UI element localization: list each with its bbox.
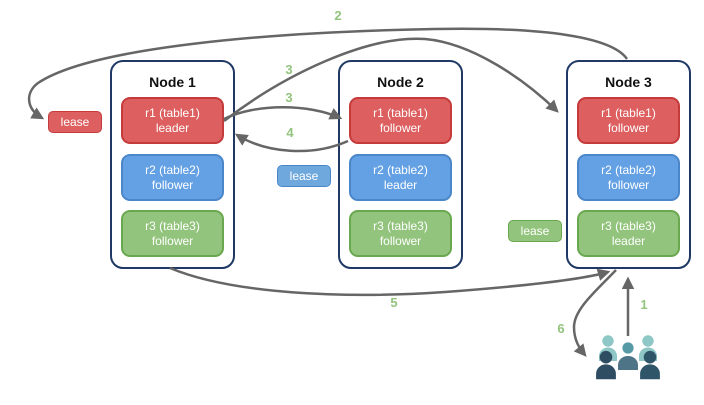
replica-role: follower xyxy=(607,120,650,135)
node1-replica-r2: r2 (table2) follower xyxy=(121,154,224,201)
node1-replica-r3: r3 (table3) follower xyxy=(121,210,224,257)
lease-tag-blue: lease xyxy=(277,165,331,187)
arrow-step-5 xyxy=(169,266,611,297)
replica-name: r3 (table3) xyxy=(601,218,656,233)
replica-role: follower xyxy=(379,120,422,135)
replica-name: r1 (table1) xyxy=(145,105,200,120)
step-label-3a: 3 xyxy=(285,62,293,77)
arrow-step-3-to-node2 xyxy=(223,106,343,121)
node-3-box: Node 3 r1 (table1) follower r2 (table2) … xyxy=(566,60,691,269)
lease-tag-green: lease xyxy=(508,220,562,242)
node3-replica-r2: r2 (table2) follower xyxy=(577,154,680,201)
node1-replica-r1: r1 (table1) leader xyxy=(121,97,224,144)
step-label-5: 5 xyxy=(390,295,398,310)
node-1-title: Node 1 xyxy=(149,74,196,90)
node-2-title: Node 2 xyxy=(377,74,424,90)
replica-role: leader xyxy=(155,120,190,135)
replica-name: r2 (table2) xyxy=(601,162,656,177)
node2-replica-r1: r1 (table1) follower xyxy=(349,97,452,144)
replica-role: follower xyxy=(607,177,650,192)
step-label-4: 4 xyxy=(286,125,294,140)
users-icon xyxy=(596,335,660,380)
node-3-title: Node 3 xyxy=(605,74,652,90)
step-label-3b: 3 xyxy=(285,90,293,105)
node3-replica-r3: r3 (table3) leader xyxy=(577,210,680,257)
node2-replica-r3: r3 (table3) follower xyxy=(349,210,452,257)
replica-role: leader xyxy=(611,233,646,248)
arrow-step-6 xyxy=(572,269,617,357)
node3-replica-r1: r1 (table1) follower xyxy=(577,97,680,144)
replica-role: follower xyxy=(151,233,194,248)
replica-name: r2 (table2) xyxy=(373,162,428,177)
node-1-box: Node 1 r1 (table1) leader r2 (table2) fo… xyxy=(110,60,235,269)
lease-tag-red: lease xyxy=(48,111,102,133)
step-label-6: 6 xyxy=(557,321,565,336)
step-label-1: 1 xyxy=(640,297,648,312)
replica-role: follower xyxy=(379,233,422,248)
replica-name: r3 (table3) xyxy=(373,218,428,233)
replica-name: r1 (table1) xyxy=(373,105,428,120)
replica-role: follower xyxy=(151,177,194,192)
node-2-box: Node 2 r1 (table1) follower r2 (table2) … xyxy=(338,60,463,269)
step-label-2: 2 xyxy=(334,8,342,23)
node2-replica-r2: r2 (table2) leader xyxy=(349,154,452,201)
replica-name: r3 (table3) xyxy=(145,218,200,233)
replica-name: r2 (table2) xyxy=(145,162,200,177)
replica-role: leader xyxy=(383,177,418,192)
replica-name: r1 (table1) xyxy=(601,105,656,120)
